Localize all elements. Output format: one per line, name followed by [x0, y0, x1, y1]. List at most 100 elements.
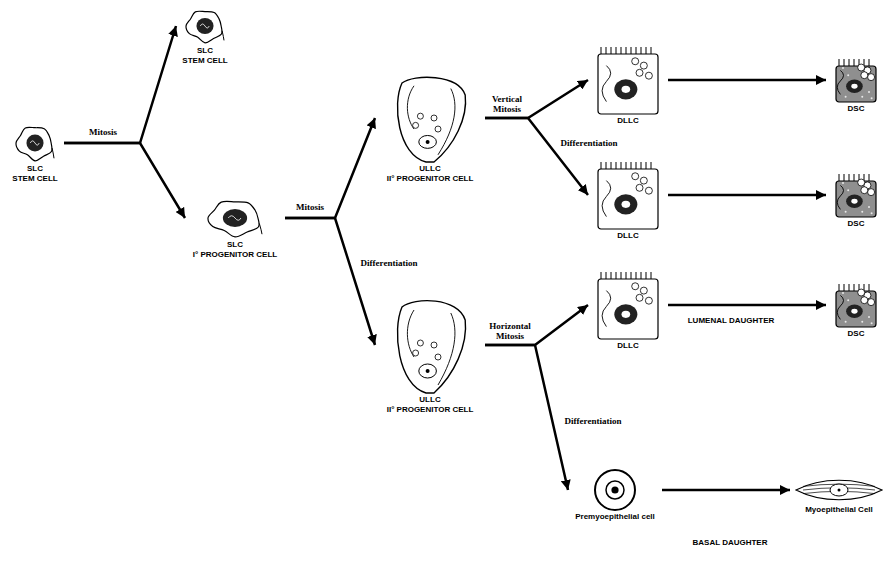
membrane-fold [602, 291, 611, 327]
cell-label: Premyoepithelial cell [575, 512, 655, 522]
vesicle [858, 289, 865, 296]
microvillus [854, 284, 855, 291]
stipple [845, 321, 847, 323]
microvillus [626, 162, 627, 169]
cell-node: DSC [826, 56, 886, 114]
connector-arrow [485, 118, 588, 195]
microvillus [606, 162, 607, 169]
nucleus [846, 305, 863, 318]
cell-label: STEM CELL [182, 56, 227, 66]
vesicle [636, 184, 643, 191]
nucleus [614, 304, 637, 324]
microvillus [601, 272, 602, 279]
process-label: Differentiation [356, 258, 422, 268]
microvillus [869, 284, 870, 291]
pseudopod [222, 31, 224, 41]
cell-outline [397, 77, 465, 162]
microvillus [646, 162, 647, 169]
process-label: Differentiation [560, 416, 626, 426]
vesicle [640, 287, 647, 294]
cell-illustration [182, 6, 228, 46]
edge-label: Vertical Mitosis [486, 94, 528, 114]
nucleolus [611, 486, 618, 493]
stipple [845, 96, 847, 98]
cell-outline [836, 181, 876, 217]
stipple [842, 67, 844, 69]
cell-node: Myoepithelial Cell [790, 475, 888, 515]
microvillus [646, 272, 647, 279]
vesicle [640, 177, 647, 184]
stipple [861, 96, 863, 98]
microvillus [601, 162, 602, 169]
microvillus [651, 47, 652, 54]
connector-arrow [64, 26, 176, 143]
daughter-label: LUMENAL DAUGHTER [676, 316, 786, 325]
connector-arrow [662, 489, 790, 492]
vesicle [861, 187, 868, 194]
cell-label: DLLC [617, 341, 638, 351]
microvillus [621, 47, 622, 54]
cell-label: ULLC [419, 164, 440, 174]
cell-illustration [830, 56, 882, 104]
membrane-fold [837, 70, 843, 94]
cell-node: ULLCII° PROGENITOR CELL [375, 72, 485, 183]
stipple [842, 292, 844, 294]
vesicle [640, 62, 647, 69]
microvillus [869, 59, 870, 66]
connector-arrow [64, 143, 185, 218]
nucleus [223, 209, 247, 227]
microvillus [849, 174, 850, 181]
cell-label: SLC [227, 240, 243, 250]
cell-label: DLLC [617, 116, 638, 126]
cell-label: DSC [848, 329, 865, 339]
cell-label: SLC [27, 164, 43, 174]
cell-node: DLLC [588, 44, 668, 126]
microvillus [631, 47, 632, 54]
microvillus [839, 59, 840, 66]
cell-label: DSC [848, 219, 865, 229]
cell-label: Myoepithelial Cell [805, 505, 873, 515]
vesicle [632, 58, 639, 65]
cell-node: ULLCII° PROGENITOR CELL [375, 295, 485, 414]
cell-outline [598, 279, 658, 339]
nucleus [846, 195, 863, 208]
nucleus [614, 194, 637, 214]
edge-label: Horizontal Mitosis [486, 321, 534, 341]
membrane-fold [602, 66, 611, 102]
microvillus [616, 272, 617, 279]
cell-illustration [830, 281, 882, 329]
microvillus [641, 272, 642, 279]
stipple [868, 316, 870, 318]
nucleolus [426, 140, 430, 144]
nucleolus [622, 201, 631, 208]
microvillus [854, 174, 855, 181]
microvillus [636, 272, 637, 279]
nucleus [419, 135, 437, 148]
microvillus [616, 47, 617, 54]
stipple [847, 189, 849, 191]
stipple [861, 211, 863, 213]
vesicle [435, 126, 441, 132]
chromatin [200, 24, 209, 28]
microvillus [844, 59, 845, 66]
microvillus [621, 162, 622, 169]
nucleolus [838, 489, 841, 492]
stipple [871, 212, 873, 214]
microvillus [636, 47, 637, 54]
microvillus [849, 59, 850, 66]
membrane-fold [837, 185, 843, 209]
connector-arrow [285, 218, 375, 345]
vesicle [413, 350, 419, 356]
cell-outline [836, 291, 876, 327]
cell-outline [16, 127, 52, 161]
cell-node: DSC [826, 171, 886, 229]
membrane-fold [837, 295, 843, 319]
vesicle [413, 122, 419, 128]
nucleolus [851, 84, 857, 89]
microvillus [869, 174, 870, 181]
pseudopod [52, 148, 54, 158]
nucleolus [426, 369, 430, 373]
daughter-label: BASAL DAUGHTER [680, 538, 780, 547]
microvillus [606, 272, 607, 279]
edge-label: Mitosis [80, 127, 126, 137]
